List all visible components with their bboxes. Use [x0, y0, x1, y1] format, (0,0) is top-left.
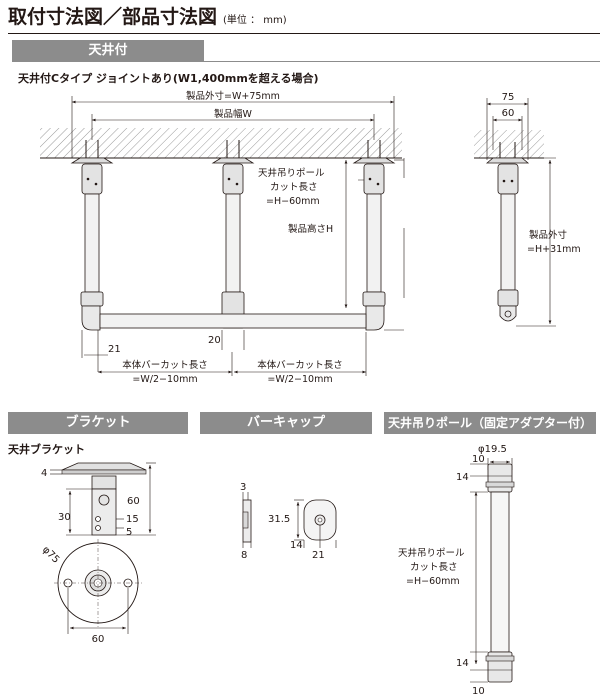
label-bracket-60w: 60 [92, 634, 105, 645]
front-view: 製品外寸=W+75mm 製品幅W 製品高さH 天井吊りポール カット長さ =H−… [40, 90, 405, 385]
label-bracket-5: 5 [126, 527, 132, 538]
section-tab-pole: 天井吊りポール（固定アダプター付） [384, 412, 596, 434]
ceiling-slab-side [474, 130, 544, 158]
label-pole-cut-1: 天井吊りポール [398, 547, 465, 559]
label-side-60: 60 [502, 108, 515, 119]
adapter-right [362, 291, 386, 307]
ceiling-bracket-right [352, 140, 396, 195]
adapter-left [80, 291, 104, 307]
label-bracket-dia75: φ75 [40, 544, 61, 565]
title-rule [8, 33, 600, 34]
label-height: 製品高さH [288, 223, 333, 235]
side-view: 75 60 製品外寸 =H+31mm [474, 92, 581, 327]
label-bracket-30: 30 [58, 512, 71, 523]
ceiling-bracket-left [70, 140, 114, 195]
page-title: 取付寸法図／部品寸法図 (単位 ： mm) [8, 2, 287, 29]
label-pole-14-bottom: 14 [456, 658, 469, 669]
label-pole-cut-3: =H−60mm [266, 196, 320, 207]
section-rule-ceiling [204, 61, 600, 62]
pole-top-adapter [487, 463, 513, 493]
section-tab-barcap: バーキャップ [200, 412, 372, 434]
elbow-right [365, 305, 385, 331]
elbow-left [81, 305, 101, 331]
label-barcap-3: 3 [240, 482, 246, 493]
label-pole-cut-1: 天井吊りポール [258, 167, 325, 179]
label-side-75: 75 [502, 92, 515, 103]
label-pole-cut-3: =H−60mm [406, 576, 460, 587]
label-bar-cut-left-2: =W/2−10mm [132, 374, 197, 385]
section-tab-ceiling: 天井付 [12, 40, 204, 62]
label-barcap-8: 8 [241, 550, 247, 561]
label-dim-20: 20 [208, 335, 221, 346]
label-side-outer-2: =H+31mm [527, 244, 581, 255]
label-bar-cut-right-1: 本体バーカット長さ [257, 359, 343, 371]
label-bracket-4: 4 [41, 468, 47, 479]
ceiling-slab [40, 128, 402, 158]
label-barcap-14: 14 [290, 540, 303, 551]
label-pole-14-top: 14 [456, 472, 469, 483]
pole-left [84, 193, 100, 293]
label-bracket-60h: 60 [127, 496, 140, 507]
label-bar-cut-right-2: =W/2−10mm [267, 374, 332, 385]
label-dim-21: 21 [108, 344, 121, 355]
barcap-view: 3 8 31.5 14 21 [240, 482, 337, 561]
label-width: 製品幅W [214, 108, 253, 120]
label-side-outer-1: 製品外寸 [529, 229, 568, 241]
label-pole-10-top: 10 [472, 454, 485, 465]
pole-right [366, 193, 382, 293]
label-pole-cut-2: カット長さ [270, 182, 318, 193]
bracket-plate [61, 462, 147, 471]
unit-note: (単位 ： mm) [223, 15, 287, 26]
label-barcap-21: 21 [312, 550, 325, 561]
label-pole-cut-2: カット長さ [410, 562, 458, 573]
pole-tube [490, 491, 510, 653]
bracket-view: 4 60 30 15 5 φ75 60 [40, 462, 156, 645]
pole-view: φ19.5 10 14 天井吊りポール カット長さ =H−60mm 14 10 [398, 444, 515, 697]
label-barcap-31-5: 31.5 [268, 514, 290, 525]
label-pole-10-bottom: 10 [472, 686, 485, 697]
main-bar [99, 313, 367, 329]
bracket-subtitle: 天井ブラケット [8, 443, 85, 456]
label-bracket-15: 15 [126, 514, 139, 525]
pole-side [500, 193, 516, 291]
label-bar-cut-left-1: 本体バーカット長さ [122, 359, 208, 371]
pole-center [225, 193, 241, 293]
ceiling-subtitle: 天井付Cタイプ ジョイントあり(W1,400mmを超える場合) [18, 72, 319, 85]
page-title-text: 取付寸法図／部品寸法図 [8, 6, 218, 28]
label-overall-width: 製品外寸=W+75mm [186, 90, 280, 102]
label-pole-dia: φ19.5 [478, 444, 507, 455]
section-tab-bracket: ブラケット [8, 412, 188, 434]
